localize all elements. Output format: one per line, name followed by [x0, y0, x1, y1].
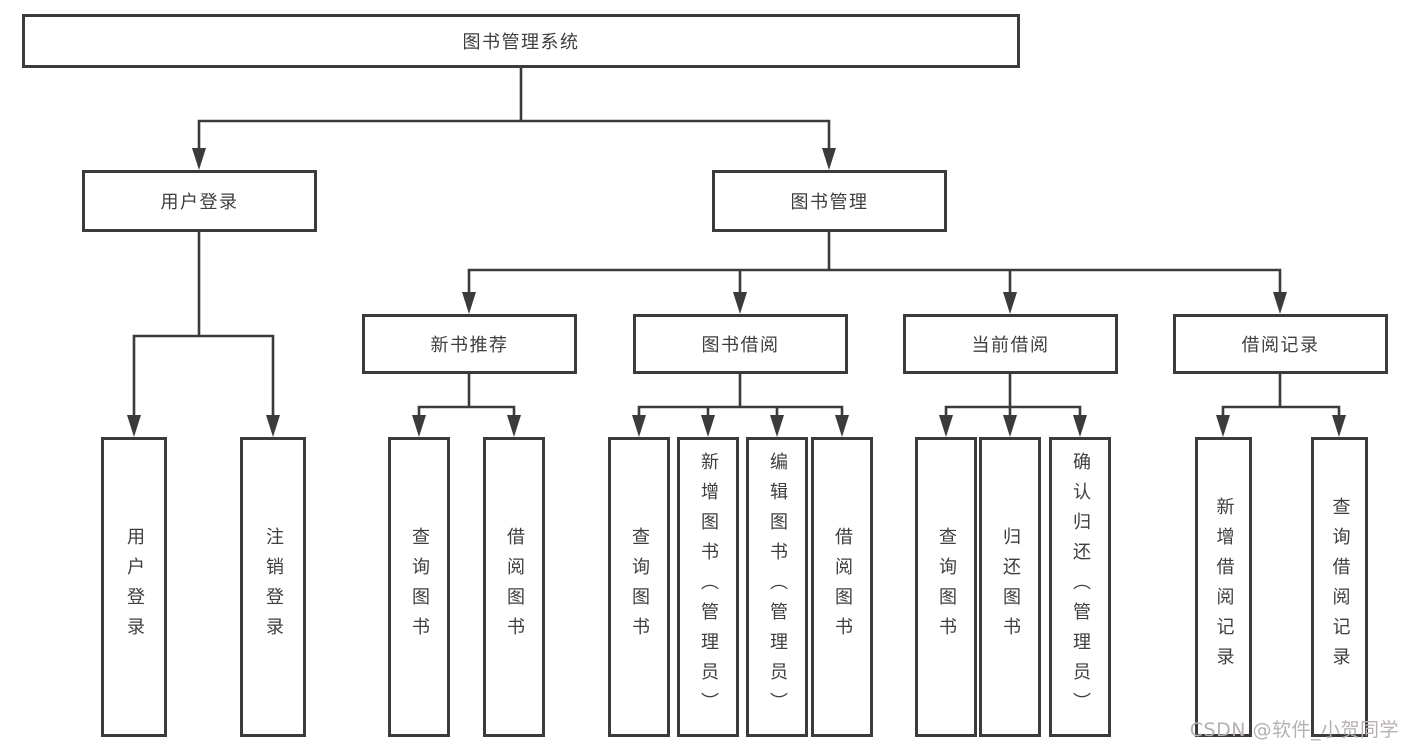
node-book-management-label: 图书管理: [790, 192, 869, 213]
node-root-label: 图书管理系统: [462, 32, 580, 53]
leaf-query-book-2-label: 查询图书: [629, 527, 650, 647]
connector-user-login-to-leaves: [132, 232, 275, 421]
node-borrow-record-label: 借阅记录: [1241, 335, 1320, 356]
arrowheads: [127, 148, 1346, 437]
leaf-borrow-book-1-label: 借阅图书: [504, 527, 525, 647]
node-book-borrow-label: 图书借阅: [701, 335, 780, 356]
leaf-user-login: 用户登录: [101, 437, 167, 737]
csdn-watermark: CSDN @软件_小贺同学: [1189, 719, 1399, 741]
leaf-user-login-label: 用户登录: [124, 527, 145, 647]
node-current-borrow: 当前借阅: [903, 314, 1118, 374]
leaf-add-borrow-record-label: 新增借阅记录: [1213, 497, 1235, 677]
connector-new-book-to-leaves: [417, 374, 516, 421]
leaf-confirm-return-admin: 确认归还（管理员）: [1049, 437, 1111, 737]
node-new-book-recommend-label: 新书推荐: [430, 335, 509, 356]
node-borrow-record: 借阅记录: [1173, 314, 1388, 374]
leaf-add-book-admin: 新增图书（管理员）: [677, 437, 739, 737]
leaf-query-book-3-label: 查询图书: [936, 527, 957, 647]
node-book-management: 图书管理: [712, 170, 947, 232]
leaf-confirm-return-admin-label: 确认归还（管理员）: [1070, 452, 1091, 722]
leaf-query-book-1: 查询图书: [388, 437, 450, 737]
node-current-borrow-label: 当前借阅: [971, 335, 1050, 356]
leaf-return-book-label: 归还图书: [1000, 527, 1021, 647]
leaf-query-borrow-record: 查询借阅记录: [1311, 437, 1368, 737]
leaf-logout-label: 注销登录: [263, 527, 284, 647]
leaf-borrow-book-2: 借阅图书: [811, 437, 873, 737]
node-book-borrow: 图书借阅: [633, 314, 848, 374]
node-user-login-label: 用户登录: [160, 192, 239, 213]
leaf-add-borrow-record: 新增借阅记录: [1195, 437, 1252, 737]
node-user-login: 用户登录: [82, 170, 317, 232]
connector-root-to-level2: [197, 68, 831, 152]
leaf-edit-book-admin: 编辑图书（管理员）: [746, 437, 808, 737]
leaf-edit-book-admin-label: 编辑图书（管理员）: [767, 452, 788, 722]
leaf-borrow-book-2-label: 借阅图书: [832, 527, 853, 647]
leaf-query-book-1-label: 查询图书: [409, 527, 430, 647]
leaf-query-book-2: 查询图书: [608, 437, 670, 737]
leaf-borrow-book-1: 借阅图书: [483, 437, 545, 737]
connector-current-borrow-to-leaves: [944, 374, 1082, 421]
node-root: 图书管理系统: [22, 14, 1020, 68]
connector-book-management-to-level3: [467, 232, 1282, 296]
leaf-query-book-3: 查询图书: [915, 437, 977, 737]
leaf-add-book-admin-label: 新增图书（管理员）: [698, 452, 719, 722]
connector-book-borrow-to-leaves: [637, 374, 844, 421]
node-new-book-recommend: 新书推荐: [362, 314, 577, 374]
connector-borrow-record-to-leaves: [1221, 374, 1341, 421]
leaf-query-borrow-record-label: 查询借阅记录: [1329, 497, 1351, 677]
leaf-return-book: 归还图书: [979, 437, 1041, 737]
leaf-logout: 注销登录: [240, 437, 306, 737]
